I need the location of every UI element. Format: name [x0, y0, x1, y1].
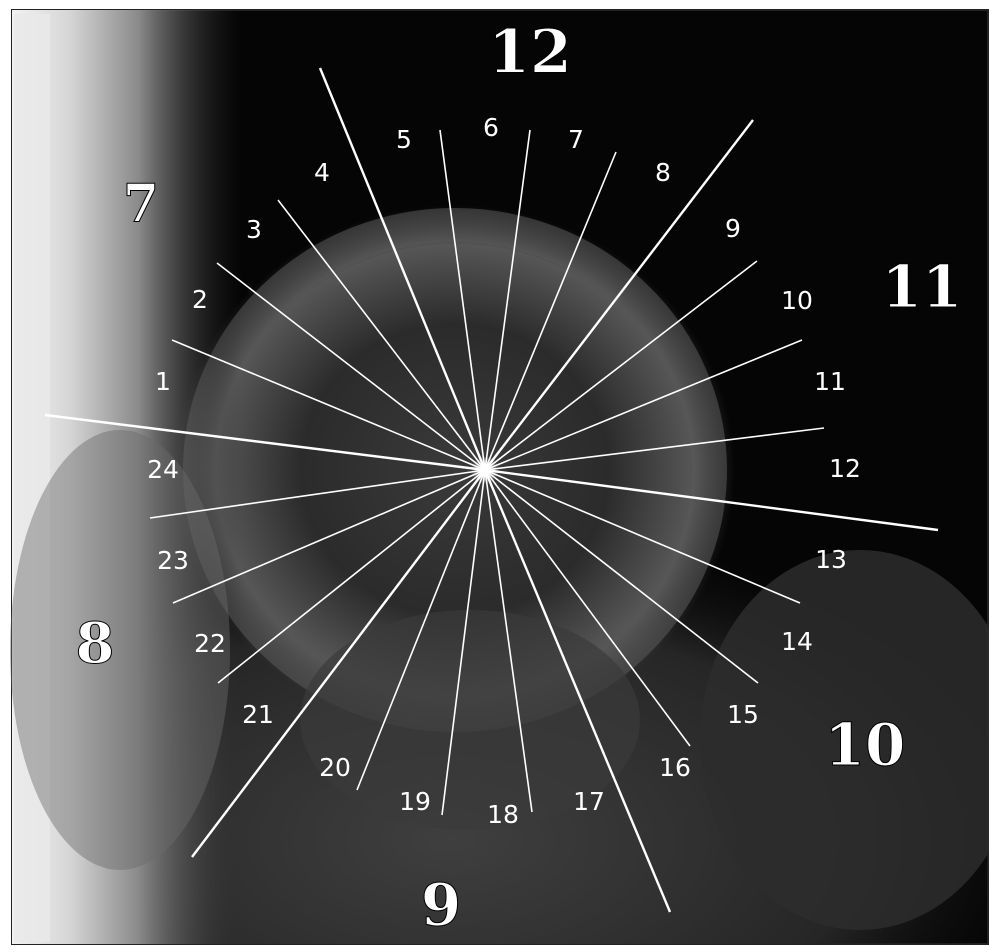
clock-label-9: 9 — [421, 871, 461, 939]
spoke-label-11: 11 — [814, 367, 846, 396]
spoke-label-6: 6 — [483, 113, 499, 142]
spoke-label-15: 15 — [727, 700, 759, 729]
spoke-label-16: 16 — [659, 753, 691, 782]
spoke-label-19: 19 — [399, 787, 431, 816]
spoke-label-20: 20 — [319, 753, 351, 782]
clock-label-12: 12 — [488, 18, 572, 88]
spoke-label-5: 5 — [396, 125, 412, 154]
clock-label-11: 11 — [882, 253, 963, 321]
spoke-label-14: 14 — [781, 627, 813, 656]
center-glow — [471, 456, 499, 484]
spoke-label-4: 4 — [314, 158, 330, 187]
spoke-label-23: 23 — [157, 546, 189, 575]
spoke-label-24: 24 — [147, 455, 179, 484]
spoke-label-21: 21 — [242, 700, 274, 729]
spoke-label-17: 17 — [573, 787, 605, 816]
spoke-label-9: 9 — [725, 214, 741, 243]
spoke-label-22: 22 — [194, 629, 226, 658]
clock-label-8: 8 — [76, 611, 115, 677]
spoke-label-8: 8 — [655, 158, 671, 187]
spoke-label-1: 1 — [155, 367, 171, 396]
clock-label-10: 10 — [825, 711, 906, 779]
spoke-label-3: 3 — [246, 215, 262, 244]
spoke-label-18: 18 — [487, 800, 519, 829]
spoke-label-7: 7 — [568, 125, 584, 154]
clock-label-7: 7 — [123, 174, 159, 235]
spoke-label-2: 2 — [192, 285, 208, 314]
spoke-label-12: 12 — [829, 454, 861, 483]
spoke-label-13: 13 — [815, 545, 847, 574]
spoke-label-10: 10 — [781, 286, 813, 315]
